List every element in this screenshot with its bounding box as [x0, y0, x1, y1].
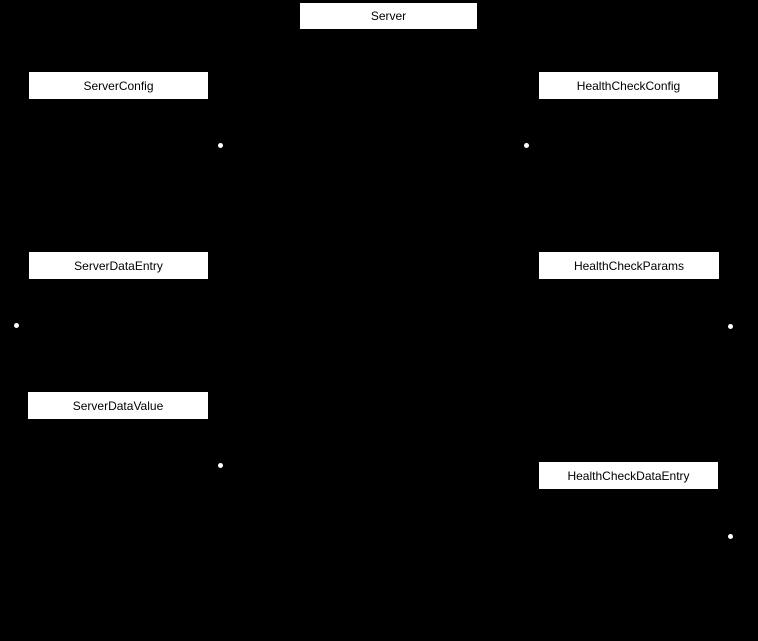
diagram-node-label: ServerDataValue	[72, 398, 164, 413]
diagram-node-health-check-data-entry: HealthCheckDataEntry	[539, 462, 718, 489]
diagram-node-label: HealthCheckParams	[573, 258, 685, 273]
connector-dot-4	[727, 323, 733, 329]
diagram-node-server-data-entry: ServerDataEntry	[29, 252, 208, 279]
connector-dot-3	[13, 322, 19, 328]
connector-dot-6	[727, 533, 733, 539]
diagram-node-health-check-config: HealthCheckConfig	[539, 72, 718, 99]
diagram-node-label: HealthCheckDataEntry	[567, 468, 690, 483]
diagram-node-server-data-value: ServerDataValue	[28, 392, 208, 419]
connector-dot-5	[217, 462, 223, 468]
diagram-node-server: Server	[300, 3, 477, 29]
diagram-node-label: Server	[370, 9, 407, 23]
connector-dot-1	[217, 142, 223, 148]
diagram-node-server-config: ServerConfig	[29, 72, 208, 99]
diagram-node-label: ServerConfig	[83, 78, 154, 93]
diagram-node-label: ServerDataEntry	[74, 258, 163, 273]
connector-dot-2	[523, 142, 529, 148]
diagram-node-health-check-params: HealthCheckParams	[539, 252, 719, 279]
diagram-node-label: HealthCheckConfig	[576, 78, 681, 93]
